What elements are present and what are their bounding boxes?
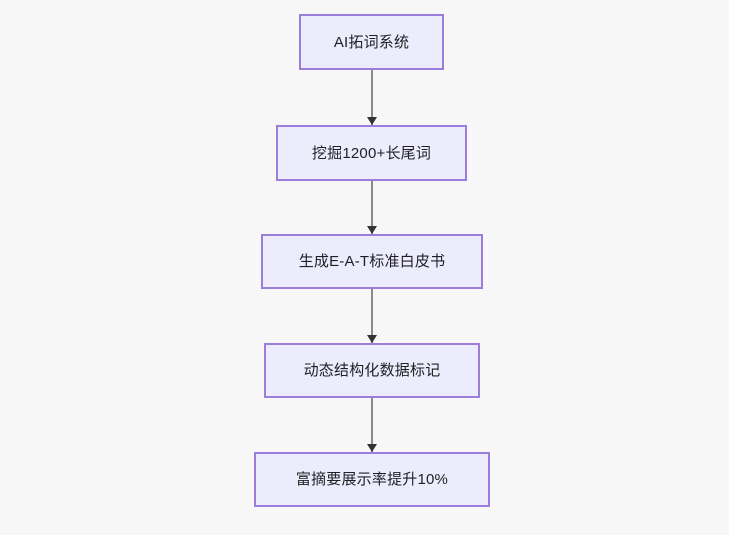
connector-line xyxy=(371,398,373,452)
arrowhead-icon xyxy=(367,335,377,343)
arrowhead-icon xyxy=(367,117,377,125)
arrowhead-icon xyxy=(367,226,377,234)
flow-node-2[interactable]: 挖掘1200+长尾词 xyxy=(276,125,467,181)
connector-node-3-to-node-4 xyxy=(367,289,377,343)
connector-line xyxy=(371,70,373,125)
flow-node-4[interactable]: 动态结构化数据标记 xyxy=(264,343,480,398)
flow-node-5[interactable]: 富摘要展示率提升10% xyxy=(254,452,490,507)
connector-node-4-to-node-5 xyxy=(367,398,377,452)
flow-node-3[interactable]: 生成E-A-T标准白皮书 xyxy=(261,234,483,289)
connector-line xyxy=(371,181,373,234)
connector-node-2-to-node-3 xyxy=(367,181,377,234)
flow-node-1[interactable]: AI拓词系统 xyxy=(299,14,444,70)
connector-line xyxy=(371,289,373,343)
arrowhead-icon xyxy=(367,444,377,452)
connector-node-1-to-node-2 xyxy=(367,70,377,125)
